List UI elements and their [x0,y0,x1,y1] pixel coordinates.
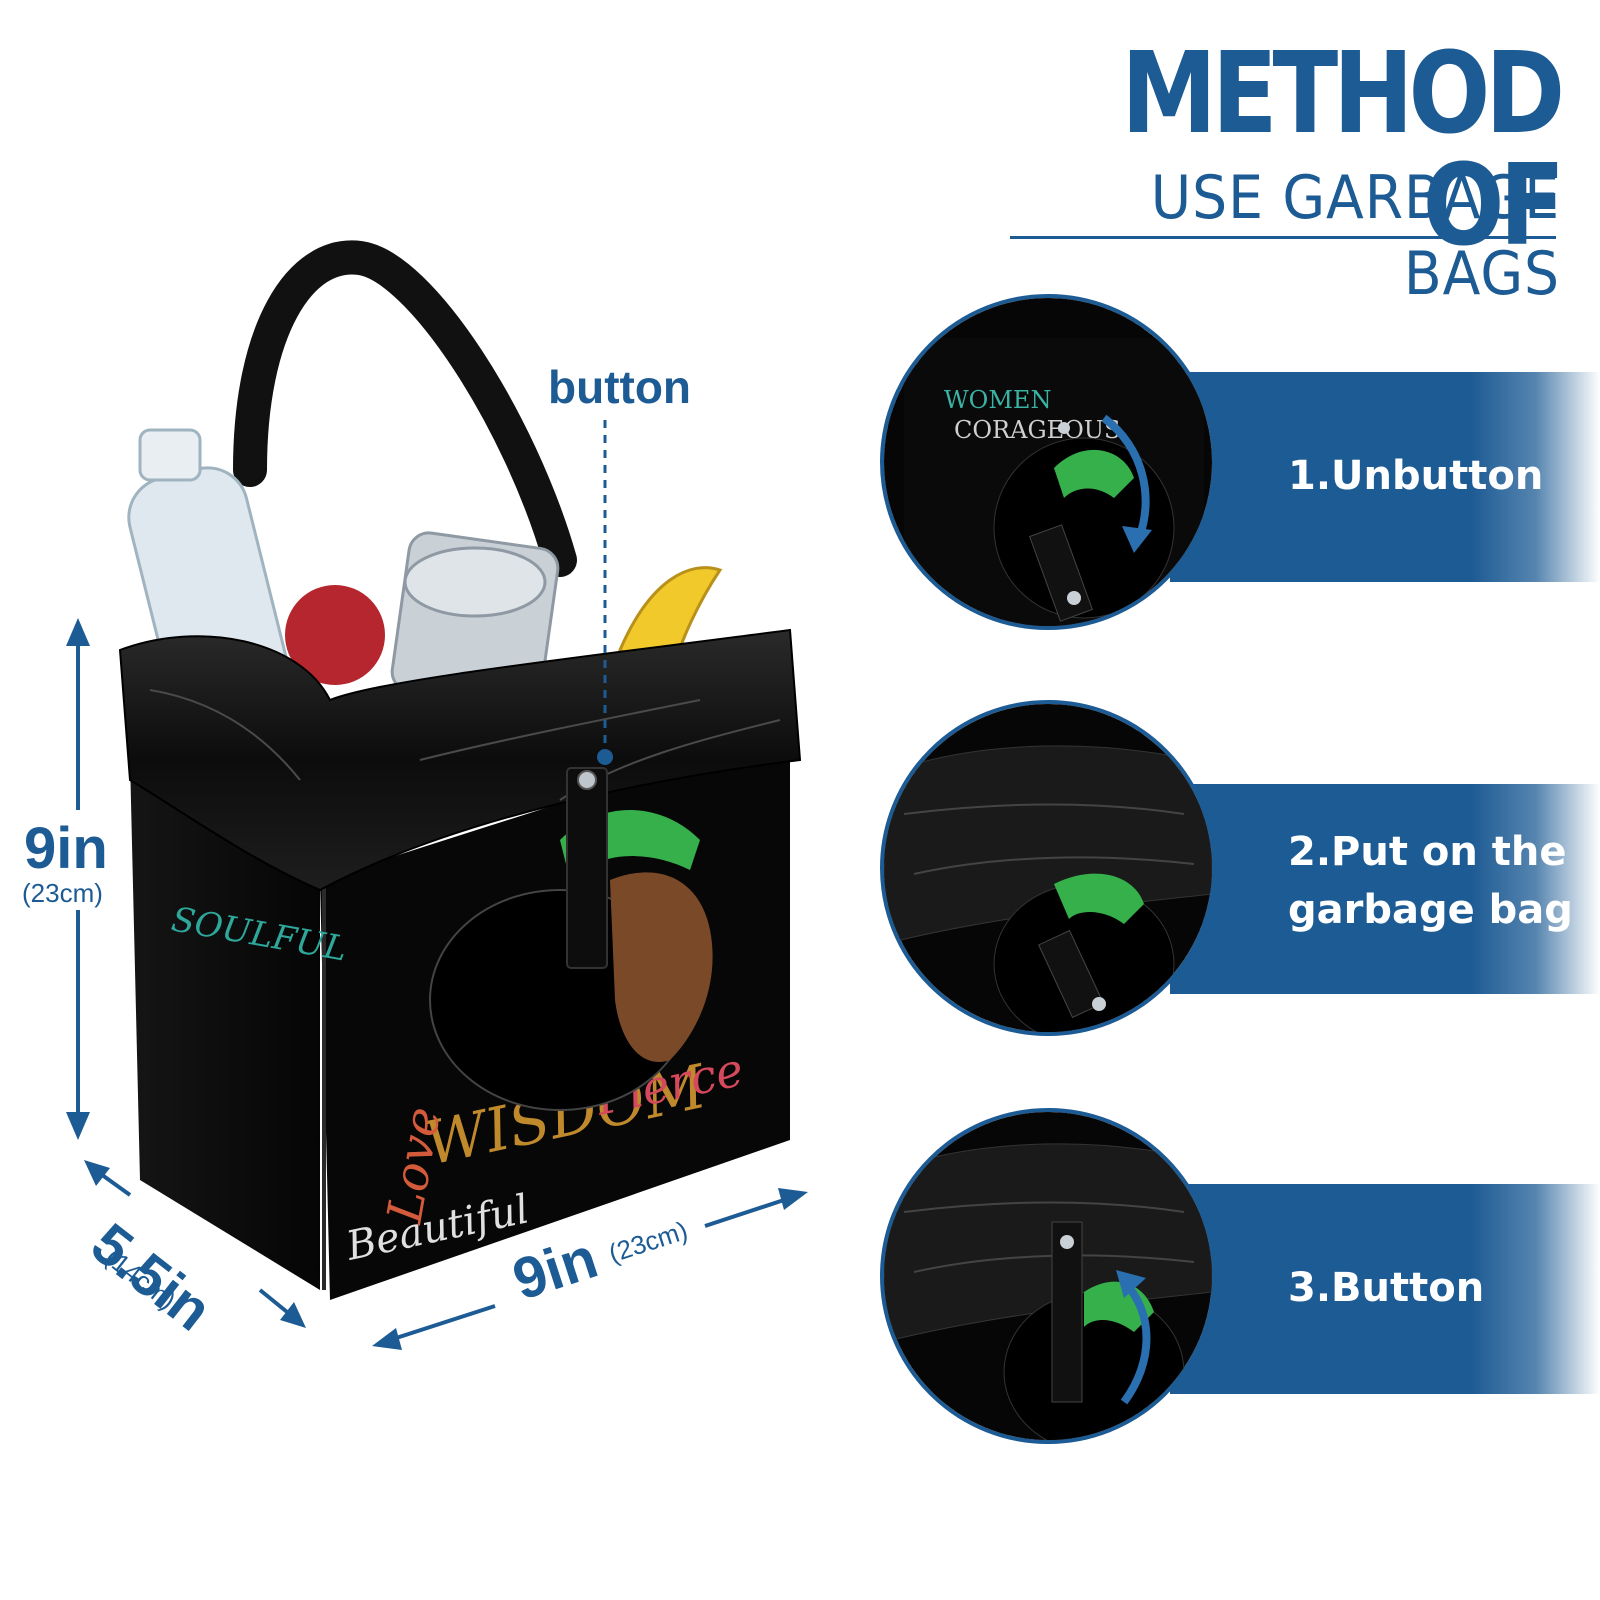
depth-arrow [84,1160,306,1328]
product-illustration: WISDOM Fierce Beautiful Love SOULFUL [66,240,808,1350]
button-label: button [548,361,692,413]
step-2-photo [880,700,1216,1036]
title-underline [1010,236,1556,239]
step-1-illustration: WOMEN CORAGEOUS [884,298,1212,626]
page-title: METHOD OF [1121,29,1565,271]
step-1-band [1170,372,1600,582]
strap [233,240,577,577]
height-arrow [66,618,90,1140]
step-1-photo: WOMEN CORAGEOUS [880,294,1216,630]
step-2-label-line1: 2.Put on the [1288,829,1567,875]
width-arrow [372,1188,808,1350]
step-3-photo [880,1108,1216,1444]
height-metric: (23cm) [22,878,103,908]
page-subtitle: USE GARBAGE BAGS [1150,163,1560,309]
step-3-illustration [884,1112,1212,1440]
button-tab [566,767,608,969]
svg-text:WOMEN: WOMEN [944,386,1051,414]
garbage-bag-rim [118,628,802,892]
step-2-label-line2: garbage bag [1288,887,1573,933]
step-1-label: 1.Unbutton [1288,453,1544,499]
step-2-band [1170,784,1600,994]
bag-side [130,760,320,1290]
height-value: 9in [24,816,108,881]
step-2-illustration [884,704,1212,1032]
step-3-band [1170,1184,1600,1394]
snap-button [577,770,597,790]
step-3-label: 3.Button [1288,1265,1485,1311]
